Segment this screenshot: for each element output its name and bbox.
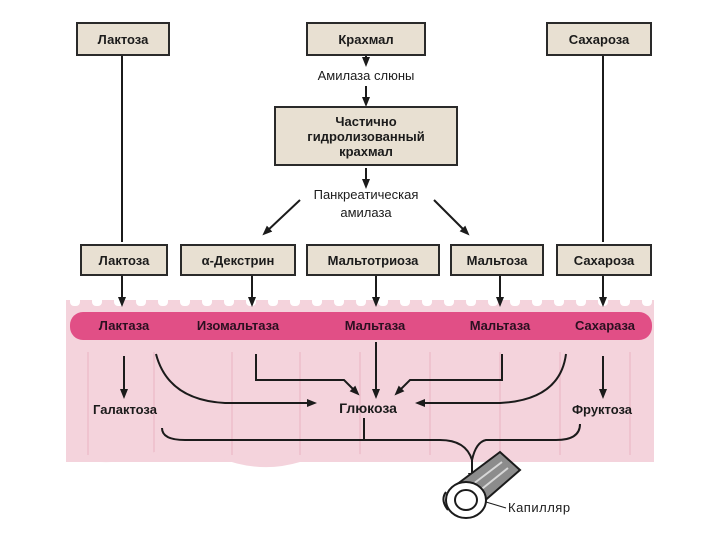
alpha-dextrin-box: α-Декстрин — [180, 244, 296, 276]
middle-lactose-box: Лактоза — [80, 244, 168, 276]
pancreatic-amylase-line-2: амилаза — [340, 205, 392, 220]
enzyme-band — [70, 312, 652, 340]
product-fructose: Фруктоза — [571, 402, 633, 417]
salivary-amylase-label: Амилаза слюны — [317, 68, 415, 83]
pathway-arrows — [118, 55, 607, 483]
capillary-label: Капилляр — [508, 500, 571, 515]
maltose-box: Мальтоза — [450, 244, 544, 276]
middle-sucrose-box: Сахароза — [556, 244, 652, 276]
top-lactose-box: Лактоза — [76, 22, 170, 56]
product-galactose: Галактоза — [93, 402, 157, 417]
partial-starch-box: Частично гидролизованный крахмал — [274, 106, 458, 166]
partial-starch-line-1: Частично — [335, 113, 397, 129]
pancreatic-amylase-line-1: Панкреатическая — [313, 187, 419, 202]
top-starch-box: Крахмал — [306, 22, 426, 56]
pancreatic-amylase-label: Панкреатическая амилаза — [276, 186, 456, 222]
partial-starch-line-3: крахмал — [339, 143, 393, 159]
enzyme-sucrase: Сахараза — [574, 318, 636, 333]
product-glucose: Глюкоза — [339, 400, 397, 416]
capillary-icon — [442, 450, 522, 519]
top-sucrose-box: Сахароза — [546, 22, 652, 56]
enzyme-maltase-1: Мальтаза — [344, 318, 406, 333]
enzyme-isomaltase: Изомальтаза — [196, 318, 280, 333]
partial-starch-line-2: гидролизованный — [307, 128, 425, 144]
enzyme-maltase-2: Мальтаза — [469, 318, 531, 333]
enzyme-lactase: Лактаза — [98, 318, 150, 333]
maltotriose-box: Мальтотриоза — [306, 244, 440, 276]
